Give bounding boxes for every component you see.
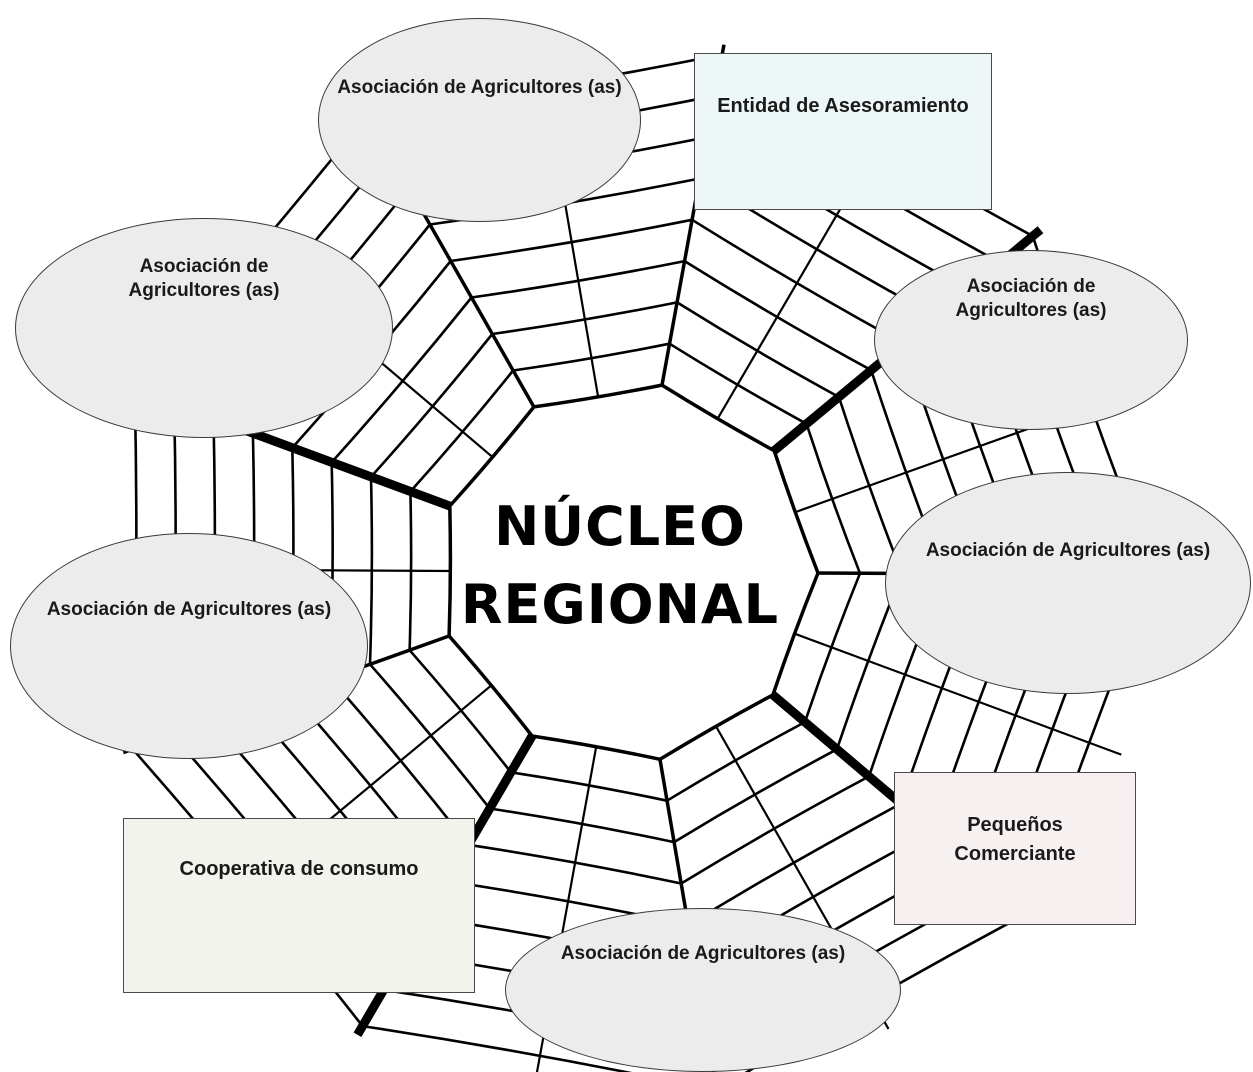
association-node-top: Asociación de Agricultores (as) xyxy=(318,18,641,222)
association-node-label: Asociación de Agricultores (as) xyxy=(925,540,1211,561)
association-node-label: Asociación de Agricultores (as) xyxy=(955,276,1107,321)
center-title-line1: NÚCLEO xyxy=(494,495,746,558)
web-strand xyxy=(793,632,1122,756)
small-merchants-label: Pequeños Comerciante xyxy=(954,814,1076,865)
advisory-entity-box: Entidad de Asesoramiento xyxy=(694,53,992,210)
association-node-left: Asociación de Agricultores (as) xyxy=(10,533,368,759)
association-node-label: Asociación de Agricultores (as) xyxy=(337,77,622,98)
association-node-upper-left: Asociación de Agricultores (as) xyxy=(15,218,393,438)
association-node-label: Asociación de Agricultores (as) xyxy=(128,256,280,301)
association-node-right: Asociación de Agricultores (as) xyxy=(885,472,1251,694)
center-title-line2: REGIONAL xyxy=(460,573,780,636)
consumer-coop-box: Cooperativa de consumo xyxy=(123,818,475,993)
advisory-entity-label: Entidad de Asesoramiento xyxy=(717,95,969,117)
center-title: NÚCLEO REGIONAL xyxy=(420,488,820,644)
association-node-upper-right: Asociación de Agricultores (as) xyxy=(874,250,1188,430)
association-node-label: Asociación de Agricultores (as) xyxy=(46,599,332,620)
association-node-label: Asociación de Agricultores (as) xyxy=(560,943,846,964)
small-merchants-box: Pequeños Comerciante xyxy=(894,772,1136,925)
association-node-bottom: Asociación de Agricultores (as) xyxy=(505,908,901,1072)
consumer-coop-label: Cooperativa de consumo xyxy=(179,858,419,880)
